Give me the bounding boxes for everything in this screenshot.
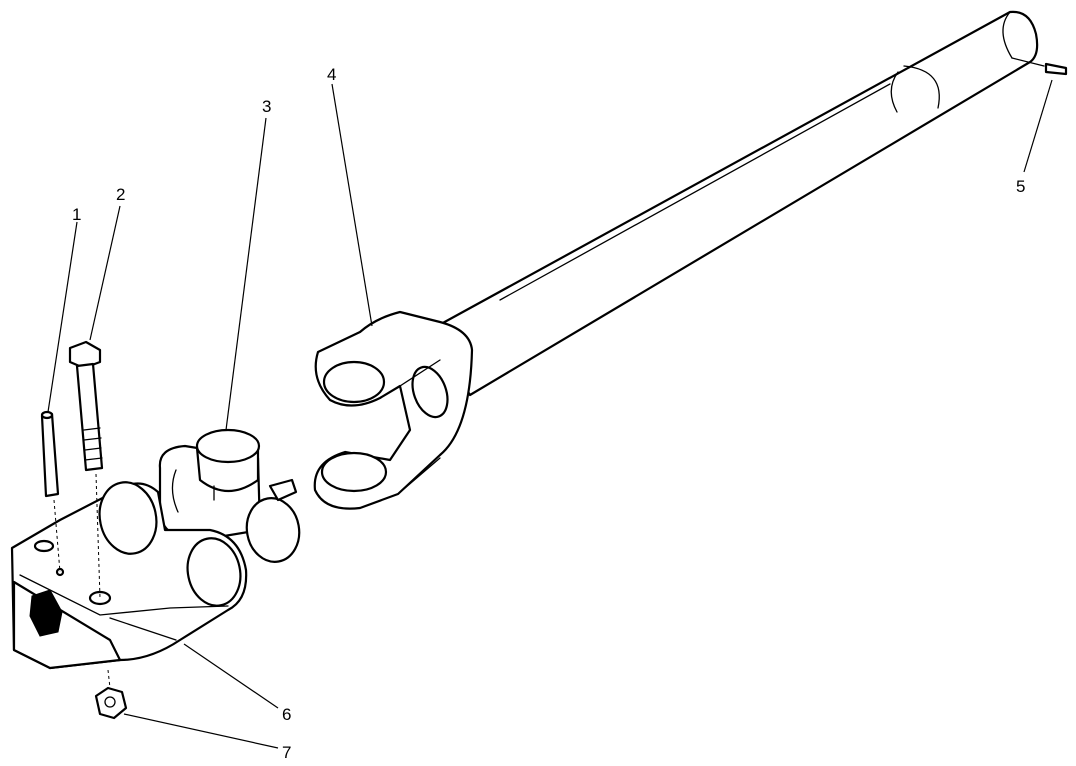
callout-6: 6 (282, 705, 291, 724)
shaft-yoke (313, 310, 474, 510)
callout-3: 3 (262, 97, 271, 116)
lock-nut (94, 669, 128, 720)
grease-fitting (1011, 57, 1068, 76)
callout-5: 5 (1016, 177, 1025, 196)
callout-2: 2 (116, 185, 125, 204)
callout-7: 7 (282, 743, 291, 762)
callout-1: 1 (72, 205, 81, 224)
callout-4: 4 (327, 65, 336, 84)
bolt (68, 340, 104, 599)
splined-yoke (10, 481, 248, 670)
shaft-tube (428, 10, 1039, 397)
universal-joint-cross (158, 428, 301, 563)
roll-pin (40, 410, 61, 573)
leader-lines (47, 79, 1053, 749)
